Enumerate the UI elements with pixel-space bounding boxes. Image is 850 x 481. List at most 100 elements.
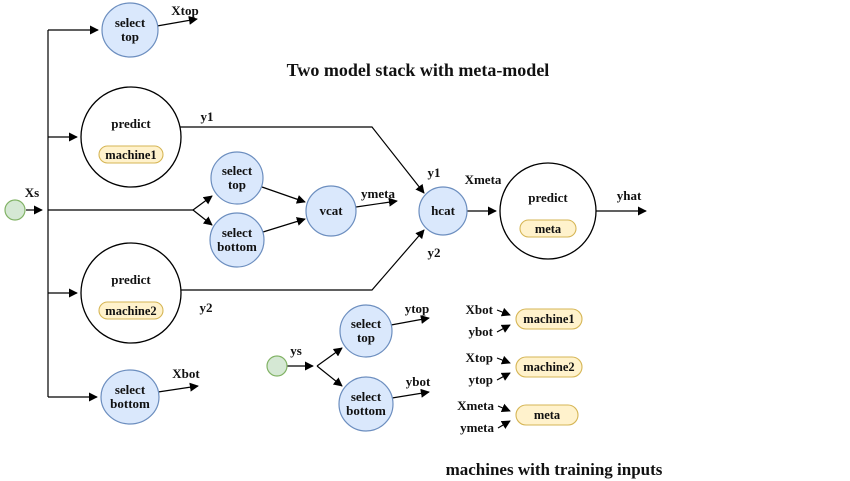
predict-machine2-label: predict — [111, 272, 151, 287]
edge-ytop-to-machine2-pill — [496, 372, 511, 381]
training-machine2-pill-label: machine2 — [523, 360, 574, 374]
label-yhat: yhat — [617, 188, 642, 203]
select-bottom-train-label-1: select — [351, 389, 382, 404]
predict-machine1-node: predict machine1 — [80, 86, 182, 188]
training-machine2-pill — [515, 356, 583, 378]
ys-label: ys — [290, 343, 302, 358]
training-meta-input-x: Xmeta — [457, 398, 494, 413]
edge-ymeta-to-meta-pill — [497, 420, 511, 429]
predict-machine1-circle — [80, 86, 182, 188]
select-bottom-meta-label-2: bottom — [217, 239, 257, 254]
hcat-circle — [418, 186, 468, 236]
xs-source-circle — [4, 199, 26, 221]
training-meta-input-y: ymeta — [460, 420, 494, 435]
select-top-main-label-2: top — [121, 29, 139, 44]
input-xs-node: Xs — [4, 185, 39, 221]
label-y1-in: y1 — [428, 165, 441, 180]
select-bottom-train-label-2: bottom — [346, 403, 386, 418]
select-top-train-circle — [339, 304, 393, 358]
predict-machine2-circle — [80, 242, 182, 344]
select-bottom-main-label-1: select — [115, 382, 146, 397]
vcat-node: vcat — [305, 185, 357, 237]
label-ybot: ybot — [406, 374, 431, 389]
ys-source-circle — [266, 355, 288, 377]
vcat-label: vcat — [319, 203, 343, 218]
hcat-node: hcat — [418, 186, 468, 236]
select-bottom-train-circle — [338, 376, 394, 432]
edge-ymeta-out — [355, 197, 398, 208]
meta-pill-label: meta — [535, 222, 562, 236]
predict-meta-label: predict — [528, 190, 568, 205]
training-row-meta: Xmeta ymeta meta — [457, 398, 579, 435]
training-machine1-pill — [515, 308, 583, 330]
machine1-pill — [98, 145, 164, 164]
diagram-caption: machines with training inputs — [446, 460, 663, 479]
training-machine2-input-y: ytop — [468, 372, 493, 387]
label-y1-out: y1 — [201, 109, 214, 124]
input-ys-node: ys — [266, 343, 302, 377]
vcat-circle — [305, 185, 357, 237]
training-row-machine1: Xbot ybot machine1 — [466, 302, 583, 339]
edge-ybot-to-machine1-pill — [496, 324, 511, 333]
edge-label-layer: Xtop y1 y1 y2 y2 Xbot ymeta Xmeta yhat y… — [171, 3, 642, 389]
edge-xtop-to-machine2-pill — [496, 355, 511, 365]
edge-branch-to-select-bottom-meta — [192, 209, 213, 226]
training-machine2-input-x: Xtop — [466, 350, 493, 365]
select-top-main-label-1: select — [115, 15, 146, 30]
edge-xmeta-to-meta-pill — [497, 403, 511, 413]
select-bottom-meta-node: select bottom — [209, 212, 265, 268]
select-bottom-meta-label-1: select — [222, 225, 253, 240]
select-top-main-node: select top — [101, 2, 159, 58]
label-xbot: Xbot — [172, 366, 200, 381]
edge-branch-to-select-bottom-train — [316, 365, 343, 387]
machine1-pill-label: machine1 — [105, 148, 156, 162]
select-top-meta-label-1: select — [222, 163, 253, 178]
machine2-pill-label: machine2 — [105, 304, 156, 318]
edge-branch-to-select-top-meta — [192, 195, 213, 211]
select-top-train-node: select top — [339, 304, 393, 358]
edge-xtop-out — [156, 15, 198, 27]
training-meta-pill — [515, 404, 579, 426]
select-top-meta-label-2: top — [228, 177, 246, 192]
edge-select-bottom-to-vcat — [262, 217, 306, 233]
select-bottom-main-circle — [100, 369, 160, 425]
select-bottom-train-node: select bottom — [338, 376, 394, 432]
label-xmeta: Xmeta — [465, 172, 502, 187]
predict-meta-node: predict meta — [499, 162, 597, 260]
select-bottom-meta-circle — [209, 212, 265, 268]
edge-ybot-out — [391, 388, 430, 399]
edge-y1-to-hcat — [180, 126, 425, 194]
select-top-train-label-2: top — [357, 330, 375, 345]
machine2-pill — [98, 301, 164, 320]
node-layer: Xs select top predict machine1 predict m… — [4, 2, 597, 432]
training-machine1-pill-label: machine1 — [523, 312, 574, 326]
xs-label: Xs — [25, 185, 39, 200]
select-top-meta-node: select top — [210, 151, 264, 205]
select-bottom-main-label-2: bottom — [110, 396, 150, 411]
edge-xbot-out — [157, 382, 199, 393]
meta-pill — [519, 219, 577, 238]
label-y2-in: y2 — [428, 245, 441, 260]
training-machine1-input-y: ybot — [468, 324, 493, 339]
select-bottom-main-node: select bottom — [100, 369, 160, 425]
select-top-meta-circle — [210, 151, 264, 205]
predict-machine2-node: predict machine2 — [80, 242, 182, 344]
edge-ytop-out — [390, 315, 430, 326]
hcat-label: hcat — [431, 203, 456, 218]
diagram-title: Two model stack with meta-model — [287, 60, 550, 80]
edge-branch-to-select-top-train — [316, 347, 343, 367]
label-xtop: Xtop — [171, 3, 198, 18]
training-meta-pill-label: meta — [534, 408, 561, 422]
predict-machine1-label: predict — [111, 116, 151, 131]
training-row-machine2: Xtop ytop machine2 — [466, 350, 583, 387]
select-top-main-circle — [101, 2, 159, 58]
training-machine1-input-x: Xbot — [466, 302, 494, 317]
edge-xbot-to-machine1-pill — [496, 307, 511, 317]
edge-y2-to-hcat — [181, 229, 425, 291]
label-ytop: ytop — [405, 301, 430, 316]
training-section: Xbot ybot machine1 Xtop ytop machine2 Xm… — [457, 302, 583, 435]
label-y2-out: y2 — [200, 300, 213, 315]
label-ymeta: ymeta — [361, 186, 395, 201]
